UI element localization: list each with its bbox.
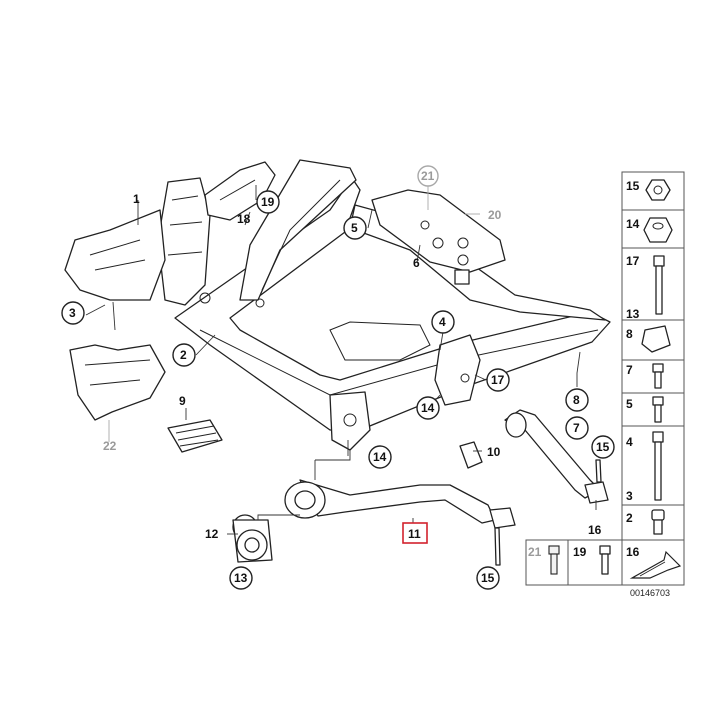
front-axle-subframe: [64, 159, 611, 451]
panel-label-13: 13: [626, 307, 640, 321]
callout-circle-3: [61, 301, 85, 325]
callout-21: 21: [421, 169, 435, 183]
callout-19: 19: [261, 195, 275, 209]
callout-circle-7: [565, 416, 589, 440]
callout-1: 1: [133, 192, 140, 206]
callout-4: 4: [439, 315, 446, 329]
hardware-parts-panel: 15 14 17 13 8 7 5 4 3 2 21 19: [525, 171, 685, 598]
rubber-mount: [459, 441, 483, 469]
callout-15b: 15: [481, 571, 495, 585]
short-bolt-icon: [652, 363, 664, 373]
callout-8: 8: [573, 393, 580, 407]
panel-label-8: 8: [626, 327, 633, 341]
callout-5: 5: [351, 221, 358, 235]
panel-label-19: 19: [573, 545, 587, 559]
callout-circle-14b: [368, 445, 392, 469]
callout-9: 9: [179, 394, 186, 408]
panel-label-16: 16: [626, 545, 640, 559]
callout-13: 13: [234, 571, 248, 585]
callout-20: 20: [488, 208, 502, 222]
flange-bolt-icon: [652, 396, 664, 406]
highlight-box-11: [402, 522, 428, 544]
callout-22: 22: [103, 439, 117, 453]
socket-bolt-icon: [651, 509, 665, 521]
callout-7: 7: [573, 421, 580, 435]
panel-label-15: 15: [626, 179, 640, 193]
callout-14b: 14: [373, 450, 387, 464]
document-number: 00146703: [630, 588, 670, 598]
grille-plate: [167, 419, 223, 453]
panel-label-7: 7: [626, 363, 633, 377]
callout-6: 6: [413, 256, 420, 270]
callout-14a: 14: [421, 401, 435, 415]
hex-bolt-long-icon: [653, 255, 665, 267]
arrow-icon: [629, 550, 682, 579]
callout-12: 12: [205, 527, 219, 541]
tension-strut: [504, 409, 609, 504]
panel-label-17: 17: [626, 254, 640, 268]
hex-screw-icon: [599, 545, 611, 555]
collar-nut-icon: [643, 217, 673, 243]
control-arm-bushing: [232, 514, 273, 563]
leader-lines: [85, 184, 597, 535]
plastic-rivet-icon: [548, 545, 560, 555]
flange-nut-icon: [645, 179, 671, 201]
heat-shield: [69, 344, 166, 421]
callout-circle-15a: [591, 435, 615, 459]
callout-3: 3: [69, 306, 76, 320]
callout-labels: 1 3 2 18 19 5 6 21 20 4 17 14 14 8 7 9 2…: [61, 165, 615, 590]
panel-label-4: 4: [626, 435, 633, 449]
callout-11: 11: [408, 527, 421, 541]
callout-16: 16: [588, 523, 602, 537]
callout-circle-2: [172, 343, 196, 367]
long-bolt-icon: [652, 431, 664, 443]
callout-15a: 15: [596, 440, 610, 454]
callout-circle-14a: [416, 396, 440, 420]
callout-circle-13: [229, 566, 253, 590]
callout-circle-17: [486, 368, 510, 392]
callout-circle-5: [343, 216, 367, 240]
panel-label-21: 21: [528, 545, 542, 559]
callout-17: 17: [491, 373, 505, 387]
panel-label-3: 3: [626, 489, 633, 503]
control-arm: [284, 479, 516, 566]
callout-circle-4: [431, 310, 455, 334]
callout-circle-21: [417, 165, 439, 187]
panel-label-14: 14: [626, 217, 640, 231]
panel-label-5: 5: [626, 397, 633, 411]
panel-label-2: 2: [626, 511, 633, 525]
reinforcement-bracket: [204, 161, 276, 221]
callout-18: 18: [237, 212, 251, 226]
callout-circle-8: [565, 388, 589, 412]
callout-2: 2: [180, 348, 187, 362]
shield-plate: [371, 189, 506, 285]
callout-circle-15b: [476, 566, 500, 590]
clip-nut-icon: [641, 325, 671, 353]
callout-circle-19: [256, 190, 280, 214]
callout-10: 10: [487, 445, 501, 459]
